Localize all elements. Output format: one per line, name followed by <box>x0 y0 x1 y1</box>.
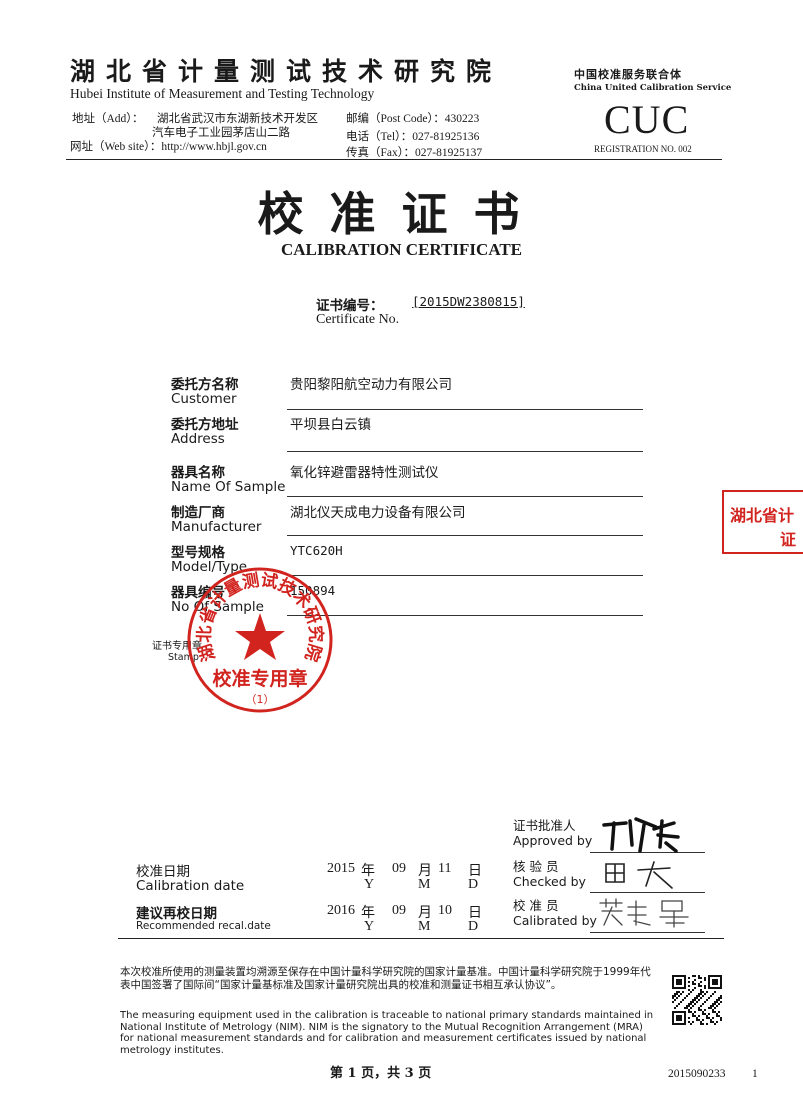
checked-signature <box>605 861 673 889</box>
field-value: 氧化锌避雷器特性测试仪 <box>290 465 439 481</box>
serial-number: 2015090233 <box>668 1068 726 1080</box>
traceability-statement-en: The measuring equipment used in the cali… <box>120 1010 654 1056</box>
field-underline <box>287 451 643 452</box>
approved-signature-line <box>590 852 705 853</box>
traceability-statement-cn: 本次校准所使用的测量装置均溯源至保存在中国计量科学研究院的国家计量基准。中国计量… <box>120 966 651 991</box>
recal-day-en: D <box>468 919 479 934</box>
institute-name-cn: 湖北省计量测试技术研究院 <box>70 57 503 86</box>
calibrated-label-en: Calibrated by <box>513 913 597 928</box>
cal-day: 11 <box>438 861 452 876</box>
recal-date-label-en: Recommended recal.date <box>136 920 271 932</box>
calibration-date-label-en: Calibration date <box>136 878 245 894</box>
field-value: YTC620H <box>290 543 343 558</box>
approved-signature <box>602 817 680 853</box>
registration-number: REGISTRATION NO. 002 <box>594 144 692 154</box>
recal-month-en: M <box>418 919 431 934</box>
seal-star-icon <box>235 613 285 660</box>
qr-code-icon <box>672 975 722 1025</box>
address-label: 地址（Add）： <box>72 113 144 125</box>
footer-divider <box>118 938 724 939</box>
cal-year-cn: 年 <box>361 863 375 879</box>
field-value: 平坝县白云镇 <box>290 417 371 433</box>
page-number: 第 1 页，共 3 页 <box>330 1066 432 1081</box>
recal-day: 10 <box>438 903 452 918</box>
recal-date-label-cn: 建议再校日期 <box>136 906 217 922</box>
institute-name-en: Hubei Institute of Measurement and Testi… <box>70 86 375 101</box>
checked-signature-line <box>590 892 705 893</box>
fax: 传真（Fax）：027-81925137 <box>346 147 483 159</box>
cuc-logo: CUC <box>604 97 690 142</box>
recal-month-cn: 月 <box>418 905 432 921</box>
side-stamp-line-2: 证 <box>780 530 797 549</box>
certificate-no-label-cn: 证书编号： <box>316 298 384 314</box>
header-divider <box>66 159 722 160</box>
cal-month-en: M <box>418 877 431 892</box>
field-underline <box>287 496 643 497</box>
seal-number: （1） <box>246 693 275 706</box>
stamp-label-en: Stamp <box>168 652 199 663</box>
field-label-en: Customer <box>171 391 237 407</box>
field-underline <box>287 575 643 576</box>
recal-day-cn: 日 <box>468 905 482 921</box>
approved-label-en: Approved by <box>513 833 593 848</box>
calibration-date-label-cn: 校准日期 <box>136 864 190 880</box>
address-line-1: 湖北省武汉市东湖新技术开发区 <box>157 113 318 125</box>
field-label-en: Manufacturer <box>171 519 262 535</box>
cal-month-cn: 月 <box>418 863 432 879</box>
checked-label-cn: 核 验 员 <box>513 859 559 874</box>
cuc-name-cn: 中国校准服务联合体 <box>574 68 682 81</box>
stamp-label-cn: 证书专用章 <box>152 641 202 652</box>
side-stamp: 湖北省计 证 <box>722 490 803 554</box>
certificate-no-label-en: Certificate No. <box>316 312 400 327</box>
recal-month: 09 <box>392 903 406 918</box>
field-label-cn: 制造厂商 <box>171 505 225 521</box>
side-stamp-line-1: 湖北省计 <box>730 506 795 525</box>
recal-year-en: Y <box>364 919 375 934</box>
field-label-cn: 委托方地址 <box>171 417 239 433</box>
field-underline <box>287 535 643 536</box>
cal-day-en: D <box>468 877 479 892</box>
cal-year: 2015 <box>327 861 355 876</box>
checked-label-en: Checked by <box>513 874 586 889</box>
cuc-name-en: China United Calibration Service <box>574 83 732 93</box>
telephone: 电话（Tel）：027-81925136 <box>346 131 480 143</box>
field-underline <box>287 409 643 410</box>
field-underline <box>287 615 643 616</box>
cal-year-en: Y <box>364 877 375 892</box>
field-label-en: Model/Type <box>171 559 248 575</box>
cal-day-cn: 日 <box>468 863 482 879</box>
calibrated-signature <box>599 898 689 928</box>
calibrated-label-cn: 校 准 员 <box>513 898 559 913</box>
field-label-cn: 委托方名称 <box>171 377 239 393</box>
serial-suffix: 1 <box>752 1068 758 1080</box>
recal-year-cn: 年 <box>361 905 375 921</box>
field-label-en: Address <box>171 431 225 447</box>
field-value: 湖北仪天成电力设备有限公司 <box>290 505 466 521</box>
official-seal: 湖北省计量测试技术研究院 校准专用章 （1） <box>187 567 333 713</box>
field-label-en: Name Of Sample <box>171 479 286 495</box>
postcode: 邮编（Post Code）：430223 <box>346 113 480 125</box>
field-label-cn: 器具名称 <box>171 465 225 481</box>
website[interactable]: 网址（Web site）：http://www.hbjl.gov.cn <box>70 141 267 153</box>
cal-month: 09 <box>392 861 406 876</box>
seal-center-text: 校准专用章 <box>212 667 307 690</box>
title-cn: 校准证书 <box>257 187 546 241</box>
certificate-no-value: [2015DW2380815] <box>412 294 525 309</box>
field-value: 贵阳黎阳航空动力有限公司 <box>290 377 452 393</box>
field-label-cn: 型号规格 <box>171 545 225 561</box>
recal-year: 2016 <box>327 903 355 918</box>
address-line-2: 汽车电子工业园茅店山二路 <box>152 127 290 139</box>
calibrated-signature-line <box>590 932 705 933</box>
approved-label-cn: 证书批准人 <box>513 818 576 833</box>
title-en: CALIBRATION CERTIFICATE <box>280 240 523 259</box>
